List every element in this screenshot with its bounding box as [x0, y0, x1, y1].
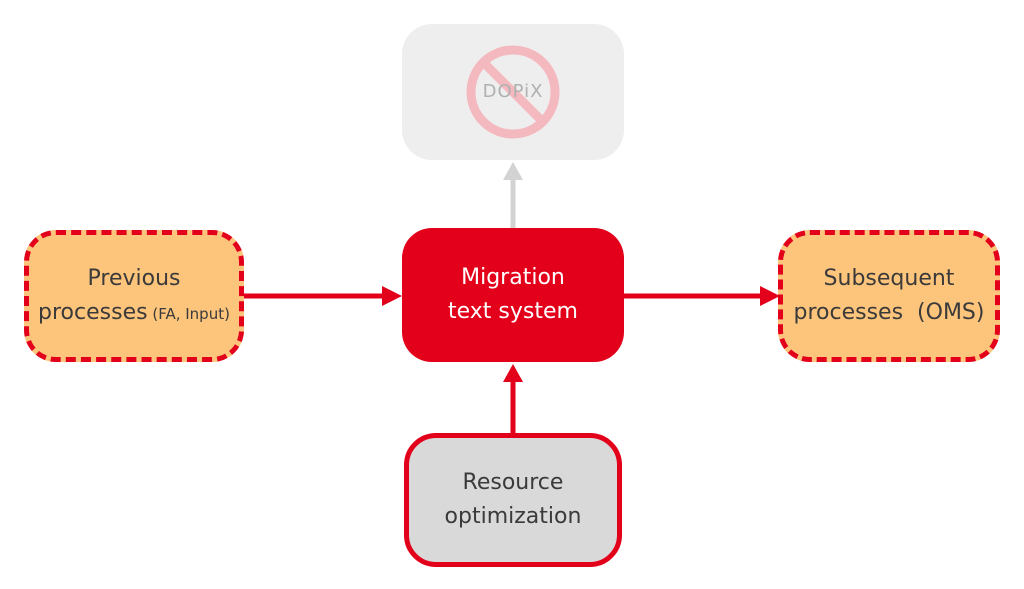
- migration-line1: Migration: [461, 265, 565, 290]
- arrow-migration-to-subsequent: [624, 286, 780, 306]
- node-resource-optimization: Resource optimization: [404, 433, 622, 567]
- arrow-migration-to-dopix: [503, 162, 523, 228]
- subsequent-line1: Subsequent: [823, 266, 955, 291]
- previous-line2: processes (FA, Input): [38, 296, 230, 331]
- node-subsequent-processes: Subsequent processes (OMS): [778, 230, 1000, 362]
- resource-line2: optimization: [444, 504, 582, 529]
- resource-line1: Resource: [462, 470, 564, 495]
- arrow-previous-to-migration: [244, 286, 402, 306]
- dopix-badge: DOPiX: [463, 42, 563, 142]
- previous-line1: Previous: [87, 265, 181, 291]
- previous-line2-main: processes: [38, 299, 148, 325]
- prohibited-icon: [466, 45, 560, 139]
- dopix-label: DOPiX: [482, 81, 544, 102]
- migration-line2: text system: [448, 299, 578, 324]
- subsequent-line2: processes (OMS): [793, 300, 985, 325]
- node-dopix: DOPiX: [402, 24, 624, 160]
- previous-line2-note: (FA, Input): [147, 304, 230, 323]
- arrow-resource-to-migration: [503, 364, 523, 433]
- node-migration-text-system: Migration text system: [402, 228, 624, 362]
- node-previous-processes: Previous processes (FA, Input): [24, 230, 244, 362]
